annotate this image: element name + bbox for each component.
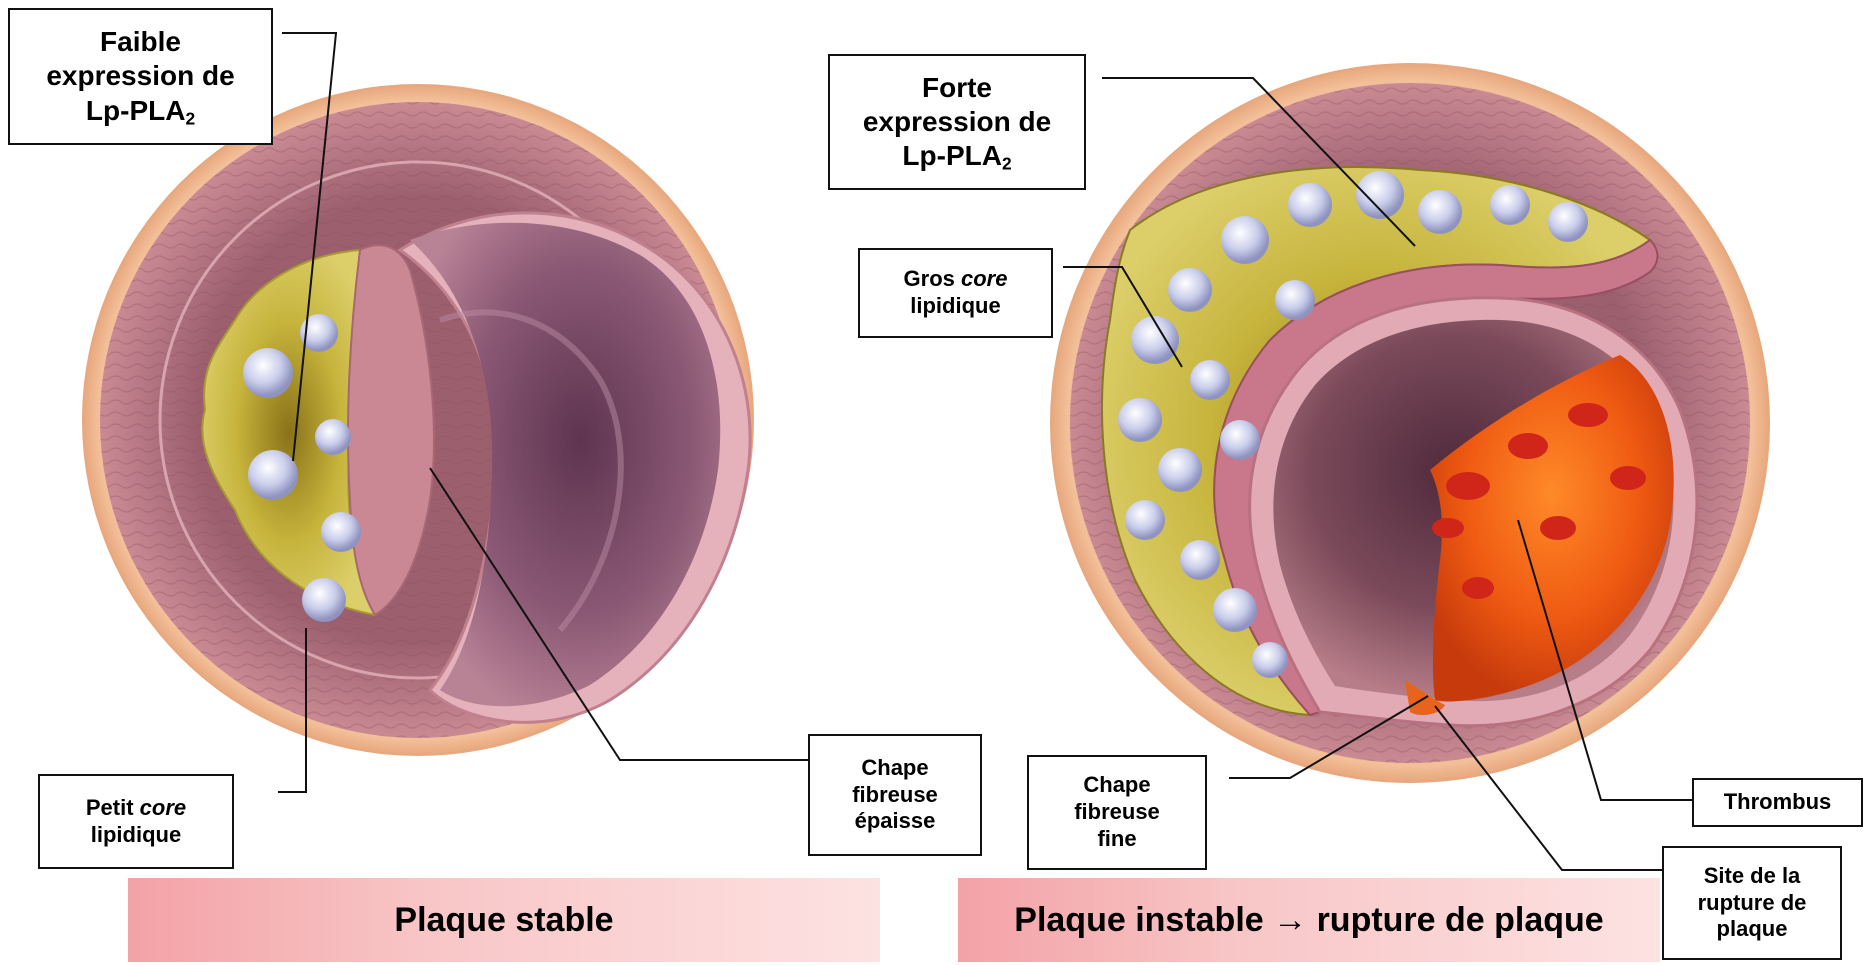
- label-faible-expression: Faible expression de Lp-PLA2: [8, 8, 273, 145]
- forte-line2: expression de: [863, 105, 1051, 139]
- gros-line2: lipidique: [910, 293, 1000, 320]
- petit-word: Petit: [86, 795, 134, 820]
- forte-line1: Forte: [922, 71, 992, 105]
- chape-epaisse-line3: épaisse: [855, 808, 936, 835]
- site-line3: plaque: [1717, 916, 1788, 943]
- label-gros-core-lipidique: Gros core lipidique: [858, 248, 1053, 338]
- petit-line2: lipidique: [91, 822, 181, 849]
- right-artery: [1050, 63, 1770, 783]
- petit-italic: core: [140, 795, 186, 820]
- banner-plaque-stable-text: Plaque stable: [394, 901, 613, 940]
- forte-line3-main: Lp-PLA: [902, 140, 1002, 171]
- label-petit-core-lipidique: Petit core lipidique: [38, 774, 234, 869]
- gros-italic: core: [961, 266, 1007, 291]
- chape-fine-line2: fibreuse: [1074, 799, 1160, 826]
- banner-plaque-instable: Plaque instable → rupture de plaque: [958, 878, 1660, 962]
- forte-line3-sub: 2: [1002, 153, 1012, 173]
- chape-epaisse-line1: Chape: [861, 755, 928, 782]
- gros-line1: Gros core: [904, 266, 1008, 293]
- chape-epaisse-line2: fibreuse: [852, 782, 938, 809]
- gros-word: Gros: [904, 266, 955, 291]
- label-site-rupture-plaque: Site de la rupture de plaque: [1662, 846, 1842, 960]
- label-chape-fibreuse-fine: Chape fibreuse fine: [1027, 755, 1207, 870]
- faible-line2: expression de: [46, 59, 234, 93]
- chape-fine-line3: fine: [1097, 826, 1136, 853]
- site-line1: Site de la: [1704, 863, 1801, 890]
- faible-line3-main: Lp-PLA: [86, 95, 186, 126]
- label-chape-fibreuse-epaisse: Chape fibreuse épaisse: [808, 734, 982, 856]
- left-artery: [82, 84, 754, 756]
- label-thrombus: Thrombus: [1692, 778, 1863, 827]
- banner-plaque-instable-text: Plaque instable → rupture de plaque: [1014, 901, 1603, 940]
- faible-line1: Faible: [100, 25, 181, 59]
- chape-fine-line1: Chape: [1083, 772, 1150, 799]
- site-line2: rupture de: [1698, 890, 1807, 917]
- thrombus-text: Thrombus: [1724, 789, 1832, 816]
- banner-plaque-stable: Plaque stable: [128, 878, 880, 962]
- faible-line3: Lp-PLA2: [86, 94, 195, 128]
- forte-line3: Lp-PLA2: [902, 139, 1011, 173]
- faible-line3-sub: 2: [185, 108, 195, 128]
- label-forte-expression: Forte expression de Lp-PLA2: [828, 54, 1086, 190]
- petit-line1: Petit core: [86, 795, 186, 822]
